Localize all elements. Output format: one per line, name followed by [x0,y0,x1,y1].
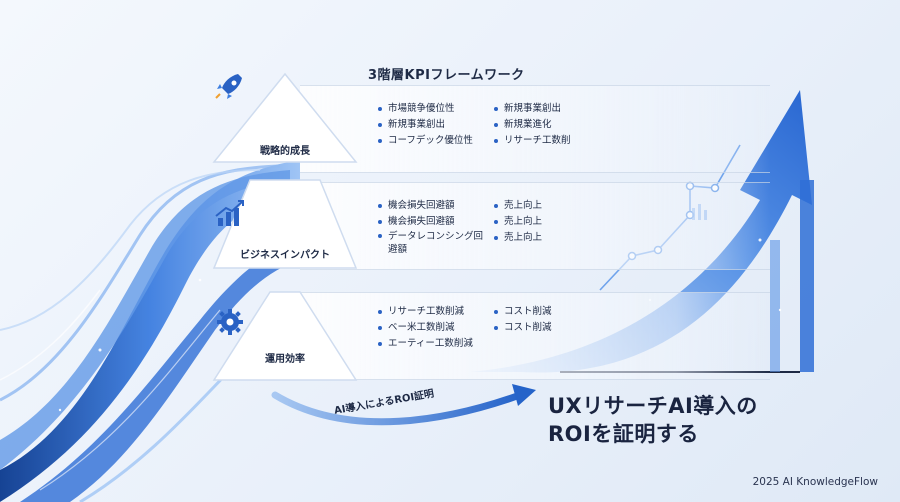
list-item: 新規事業創出 [492,101,571,117]
tier-operations: 運用効率 [210,288,360,384]
tier-business-right-list: 売上向上 売上向上 売上向上 [492,198,542,246]
tier-band-strategic [300,85,770,173]
list-item: エーティー工数削減 [376,336,473,352]
tier-business: ビジネスインパクト [210,176,360,272]
tier-label: 運用効率 [265,354,305,365]
list-item: 新規事業創出 [376,117,473,133]
growth-chart-icon [215,200,244,226]
list-item: リサーチ工数削減 [376,304,473,320]
tier-strategic-right-list: 新規事業創出 新規業進化 リサーチ工数削 [492,101,571,149]
headline-line-1: UXリサーチAI導入の [548,394,758,418]
tier-band-business [300,182,770,270]
list-item: コスト削減 [492,320,552,336]
headline-line-2: ROIを証明する [548,422,699,446]
list-item: リサーチ工数削 [492,133,571,149]
list-item: 新規業進化 [492,117,571,133]
framework-title: 3階層KPIフレームワーク [368,68,525,83]
footer-credit: 2025 AI KnowledgeFlow [752,476,878,488]
list-item: コスト削減 [492,304,552,320]
tier-operations-right-list: コスト削減 コスト削減 [492,304,552,336]
tier-label: 戦略的成長 [260,146,310,157]
list-item: 機会損失回避額 [376,214,488,230]
tier-label: ビジネスインパクト [240,250,330,261]
list-item: 市場競争優位性 [376,101,473,117]
headline: UXリサーチAI導入の ROIを証明する [548,392,758,448]
curved-arrow [271,391,524,426]
list-item: データレコンシング回避額 [376,230,488,256]
list-item: 売上向上 [492,198,542,214]
tier-business-left-list: 機会損失回避額 機会損失回避額 データレコンシング回避額 [376,198,488,259]
list-item: 売上向上 [492,230,542,246]
list-item: ベー米工数削減 [376,320,473,336]
tier-strategic-left-list: 市場競争優位性 新規事業創出 コーフデック優位性 [376,101,473,149]
list-item: 機会損失回避額 [376,198,488,214]
list-item: コーフデック優位性 [376,133,473,149]
tier-band-operations [300,292,770,380]
gear-icon [217,309,243,335]
tier-strategic: 戦略的成長 [210,70,360,166]
tier-operations-left-list: リサーチ工数削減 ベー米工数削減 エーティー工数削減 [376,304,473,352]
list-item: 売上向上 [492,214,542,230]
rocket-icon [215,74,242,99]
